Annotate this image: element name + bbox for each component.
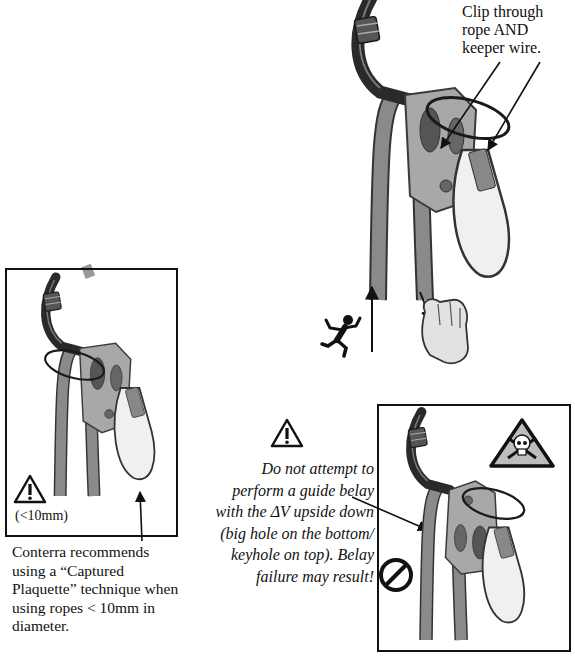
caption-note: Conterra recommends using a “Captured Pl… xyxy=(12,543,180,636)
climber-icon xyxy=(322,315,360,356)
climber-icon xyxy=(337,340,346,356)
brake-hand xyxy=(422,299,468,363)
no-symbol xyxy=(386,565,406,585)
danger-skull-icon xyxy=(491,420,553,466)
leader-arrow xyxy=(488,62,540,150)
instruction-note: Clip through rope AND keeper wire. xyxy=(462,3,567,57)
climber-icon xyxy=(322,340,337,346)
danger-skull-icon xyxy=(518,449,526,455)
brake-hand xyxy=(438,302,460,328)
climber-icon xyxy=(326,320,343,330)
clip-carabiner xyxy=(483,526,524,622)
warning-triangle xyxy=(272,420,302,446)
keeper-wire xyxy=(42,345,107,386)
leader-arrow xyxy=(140,492,142,541)
locking-carabiner xyxy=(354,0,410,100)
no-symbol xyxy=(381,560,411,590)
leader-arrow xyxy=(441,62,500,148)
brake-hand xyxy=(422,299,468,363)
warning-frame xyxy=(378,405,570,651)
climber-icon xyxy=(343,315,353,325)
keeper-wire xyxy=(423,90,513,147)
danger-skull-icon xyxy=(523,441,527,445)
warning-note: Do not attempt to perform a guide belay … xyxy=(214,458,374,587)
locking-carabiner xyxy=(43,277,83,352)
size-note: (<10mm) xyxy=(15,508,68,524)
direction-arrow xyxy=(371,287,373,352)
warning-triangle xyxy=(15,476,45,502)
belay-rig xyxy=(42,266,154,496)
climber-icon xyxy=(344,318,360,328)
locking-carabiner xyxy=(408,412,450,490)
frame-box: (<10mm) xyxy=(5,268,178,537)
no-symbol xyxy=(381,560,411,590)
captured-carabiner xyxy=(115,387,155,479)
keeper-wire xyxy=(460,482,528,524)
clip-carabiner xyxy=(454,148,509,276)
danger-skull-icon xyxy=(517,441,521,445)
danger-skull-icon xyxy=(491,420,553,466)
